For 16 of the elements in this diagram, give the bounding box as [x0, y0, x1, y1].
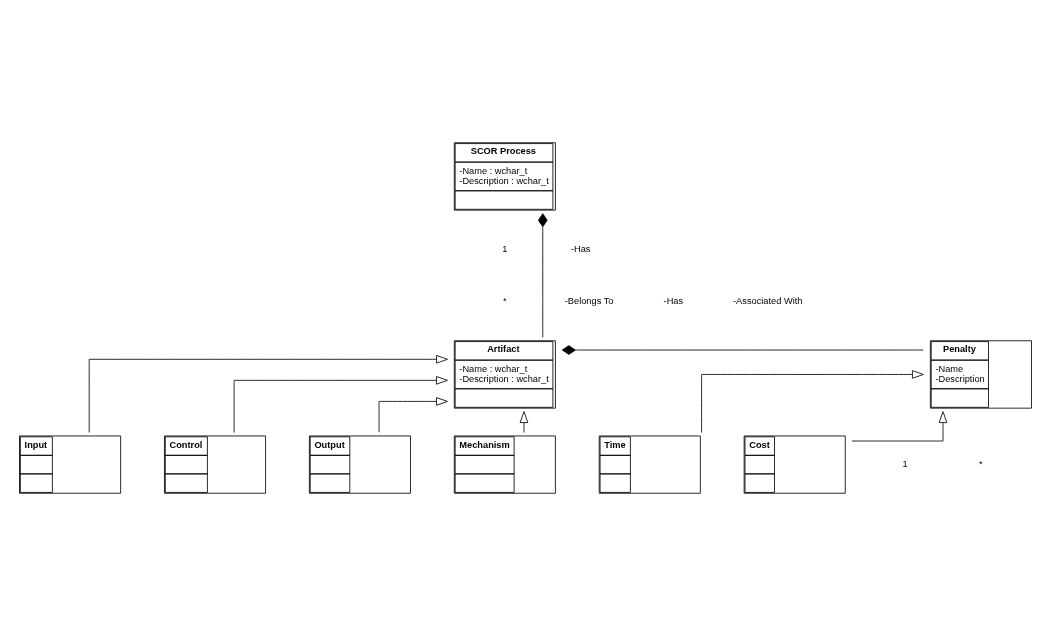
label: * — [979, 458, 983, 469]
arrow — [378, 397, 448, 433]
connector — [561, 345, 924, 355]
label: -Associated With — [733, 295, 803, 306]
label: -Belongs To — [564, 295, 614, 306]
label: 1 — [902, 458, 908, 469]
label: -Has — [570, 244, 591, 255]
arrow — [88, 355, 448, 433]
label: 1 — [502, 244, 508, 255]
label: -Has — [663, 295, 684, 306]
arrow — [519, 411, 529, 433]
arrow — [233, 376, 448, 433]
connector — [537, 213, 548, 338]
label: * — [503, 295, 507, 306]
arrow — [701, 370, 924, 433]
arrow — [851, 411, 948, 442]
